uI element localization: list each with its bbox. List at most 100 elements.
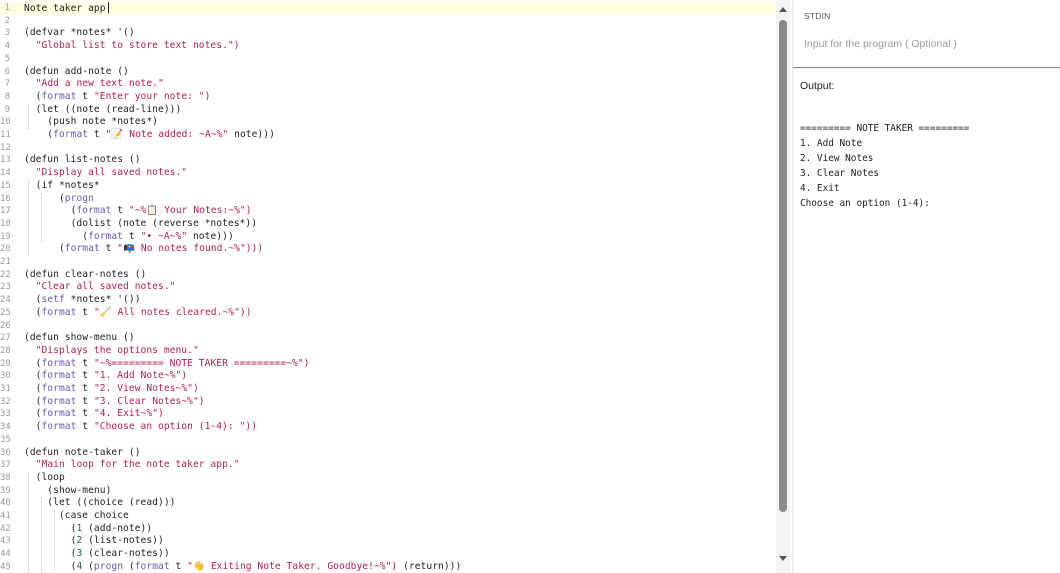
code-line[interactable]: 34 (format t "Choose an option (1-4): ")…	[0, 421, 776, 434]
code-line[interactable]: 37 "Main loop for the note taker app."	[0, 459, 776, 472]
code-line[interactable]: 36(defun note-taker ()	[0, 447, 776, 460]
code-line[interactable]: 42 (1 (add-note))	[0, 523, 776, 536]
code-token: (if *notes*	[24, 179, 100, 191]
code-line[interactable]: 3(defvar *notes* '()	[0, 27, 776, 40]
code-token	[24, 78, 36, 89]
code-line[interactable]: 45 (4 (progn (format t "👋 Exiting Note T…	[0, 561, 776, 573]
code-token: t	[76, 421, 94, 433]
code-token: note)))	[187, 230, 234, 242]
code-token: note)))	[228, 129, 275, 140]
line-number: 44	[0, 549, 10, 560]
code-line[interactable]: 44 (3 (clear-notes))	[0, 548, 776, 561]
scroll-down-icon[interactable]	[779, 556, 787, 561]
code-line[interactable]: 41 (case choice	[0, 510, 776, 523]
code-token: (	[24, 192, 65, 204]
code-line[interactable]: 18 (dolist (note (reverse *notes*))	[0, 218, 776, 231]
code-token: (clear-notes))	[82, 548, 170, 560]
code-line[interactable]: 5	[0, 53, 776, 66]
code-token: 2	[76, 535, 83, 547]
code-token: (	[24, 230, 89, 242]
code-token: 3	[76, 548, 83, 560]
line-number: 15	[0, 180, 10, 191]
code-token: (case choice	[24, 510, 129, 521]
code-line[interactable]: 39 (show-menu)	[0, 485, 776, 498]
code-line[interactable]: 7 "Add a new text note."	[0, 78, 776, 91]
code-line[interactable]: 8 (format t "Enter your note: ")	[0, 91, 776, 104]
code-token: "🧹 All notes cleared.~%"))	[93, 306, 252, 318]
code-line[interactable]: 26	[0, 320, 776, 333]
code-line[interactable]: 30 (format t "1. Add Note~%")	[0, 370, 776, 383]
code-line[interactable]: 19 (format t "• ~A~%" note)))	[0, 231, 776, 244]
code-token: (	[24, 548, 77, 560]
line-number: 13	[0, 155, 10, 166]
line-number: 12	[0, 142, 10, 153]
code-line[interactable]: 25 (format t "🧹 All notes cleared.~%"))	[0, 307, 776, 320]
code-line[interactable]: 6(defun add-note ()	[0, 66, 776, 79]
indent-guide	[28, 179, 29, 256]
code-line[interactable]: 14 "Display all saved notes."	[0, 167, 776, 180]
code-line[interactable]: 32 (format t "3. Clear Notes~%")	[0, 396, 776, 409]
code-token	[24, 345, 36, 356]
code-line[interactable]: 10 (push note *notes*)	[0, 116, 776, 129]
code-token: "1. Add Note~%")	[93, 370, 188, 382]
code-line[interactable]: 16 (progn	[0, 193, 776, 206]
panel-divider	[793, 67, 1060, 68]
code-token: format	[41, 421, 77, 433]
code-line[interactable]: 9 (let ((note (read-line)))	[0, 104, 776, 117]
indent-guide	[41, 497, 42, 573]
code-line[interactable]: 31 (format t "2. View Notes~%")	[0, 383, 776, 396]
code-token	[24, 167, 36, 178]
code-line[interactable]: 35	[0, 434, 776, 447]
code-token: (defvar *notes* '()	[24, 27, 135, 39]
indent-guide	[28, 103, 29, 129]
code-line[interactable]: 12	[0, 142, 776, 155]
stdin-input[interactable]	[804, 29, 1044, 59]
code-token: 4	[76, 560, 83, 572]
code-token: (	[24, 395, 42, 407]
code-line[interactable]: 4 "Global list to store text notes.")	[0, 40, 776, 53]
code-text: "Displays the options menu."	[24, 345, 199, 358]
code-line[interactable]: 22(defun clear-notes ()	[0, 269, 776, 282]
line-number: 28	[0, 345, 10, 356]
code-line[interactable]: 13(defun list-notes ()	[0, 154, 776, 167]
code-line[interactable]: 29 (format t "~%========= NOTE TAKER ===…	[0, 358, 776, 371]
line-number: 6	[4, 66, 10, 77]
line-number: 33	[0, 409, 10, 420]
code-line[interactable]: 20 (format t "📭 No notes found.~%")))	[0, 243, 776, 256]
code-token: format	[41, 90, 77, 102]
code-token: t	[111, 205, 129, 217]
line-number: 7	[4, 79, 10, 90]
code-line[interactable]: 17 (format t "~%📋 Your Notes:~%")	[0, 205, 776, 218]
code-token: (	[24, 357, 42, 369]
code-text: (2 (list-notes))	[24, 535, 164, 548]
code-line[interactable]: 2	[0, 15, 776, 28]
code-line[interactable]: 21	[0, 256, 776, 269]
code-line[interactable]: 43 (2 (list-notes))	[0, 535, 776, 548]
code-line[interactable]: 38 (loop	[0, 472, 776, 485]
code-text: (defun clear-notes ()	[24, 269, 146, 282]
code-token: (push note *notes*)	[24, 116, 158, 128]
code-line[interactable]: 40 (let ((choice (read)))	[0, 497, 776, 510]
code-token: format	[53, 129, 89, 140]
scroll-up-icon[interactable]	[779, 7, 787, 12]
code-line[interactable]: 11 (format t "📝 Note added: ~A~%" note))…	[0, 129, 776, 142]
scroll-thumb[interactable]	[779, 20, 787, 512]
code-text: (dolist (note (reverse *notes*))	[24, 218, 257, 231]
indent-guide	[54, 510, 55, 573]
line-number: 26	[0, 320, 10, 331]
io-panel: STDIN Output: ========= NOTE TAKER =====…	[792, 0, 1060, 573]
code-token: (dolist (note (reverse *notes*))	[24, 217, 258, 229]
code-line[interactable]: 24 (setf *notes* '())	[0, 294, 776, 307]
code-text: Note taker app	[24, 2, 109, 15]
code-line[interactable]: 27(defun show-menu ()	[0, 332, 776, 345]
line-number: 17	[0, 206, 10, 217]
code-line[interactable]: 28 "Displays the options menu."	[0, 345, 776, 358]
editor-scrollbar[interactable]	[776, 0, 790, 573]
code-line[interactable]: 15 (if *notes*	[0, 180, 776, 193]
stdin-label: STDIN	[804, 11, 831, 21]
code-line[interactable]: 23 "Clear all saved notes."	[0, 281, 776, 294]
code-line[interactable]: 33 (format t "4. Exit~%")	[0, 408, 776, 421]
line-number: 10	[0, 117, 10, 128]
